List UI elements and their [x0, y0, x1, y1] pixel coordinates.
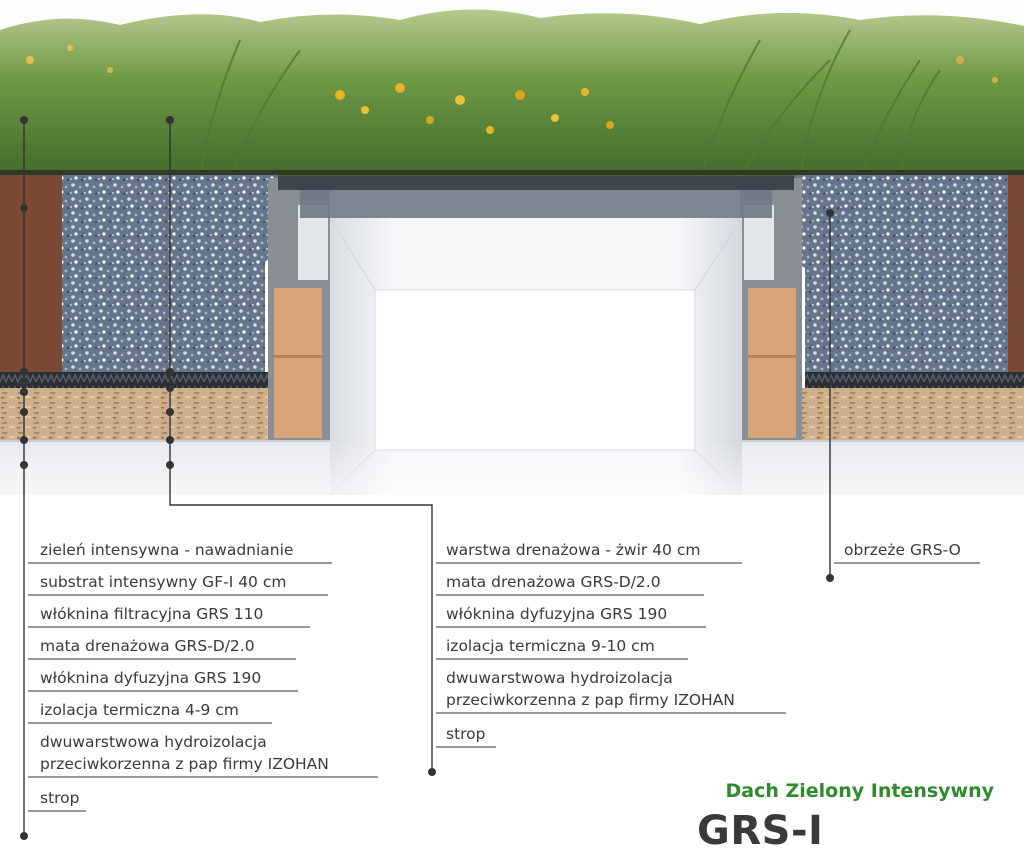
- label-underline: [436, 712, 786, 714]
- label-underline: [436, 562, 742, 564]
- label-left-waterproofing-2: przeciwkorzenna z pap firmy IZOHAN: [40, 755, 329, 773]
- label-underline: [28, 594, 328, 596]
- label-underline: [28, 810, 86, 812]
- label-left-drainage-mat: mata drenażowa GRS-D/2.0: [40, 637, 255, 655]
- leader-dots: [20, 116, 834, 840]
- grass-strokes: [199, 29, 941, 181]
- label-underline: [436, 658, 688, 660]
- label-left-substrate: substrat intensywny GF-I 40 cm: [40, 573, 287, 591]
- label-left-waterproofing-1: dwuwarstwowa hydroizolacja: [40, 733, 267, 751]
- label-center-waterproofing-2: przeciwkorzenna z pap firmy IZOHAN: [446, 691, 735, 709]
- label-center-diffusion-fleece: włóknina dyfuzyjna GRS 190: [446, 605, 668, 623]
- label-center-thermal-insulation: izolacja termiczna 9-10 cm: [446, 637, 655, 655]
- label-underline: [28, 626, 310, 628]
- label-underline: [436, 594, 704, 596]
- leader-lines: [23, 120, 831, 836]
- label-left-vegetation: zieleń intensywna - nawadnianie: [40, 541, 294, 559]
- label-center-slab: strop: [446, 725, 486, 743]
- label-underline: [28, 776, 378, 778]
- label-underline: [834, 562, 980, 564]
- label-left-filter-fleece: włóknina filtracyjna GRS 110: [40, 605, 264, 623]
- caption: Dach Zielony Intensywny: [725, 780, 994, 802]
- label-center-waterproofing-1: dwuwarstwowa hydroizolacja: [446, 669, 673, 687]
- label-underline: [28, 722, 272, 724]
- label-left-slab: strop: [40, 789, 80, 807]
- label-underline: [436, 746, 496, 748]
- label-underline: [28, 562, 332, 564]
- label-underline: [28, 690, 298, 692]
- product-name: GRS-I: [697, 808, 824, 854]
- label-underline: [28, 658, 296, 660]
- flower-dots: [26, 45, 998, 134]
- label-center-drainage-mat: mata drenażowa GRS-D/2.0: [446, 573, 661, 591]
- label-underline: [436, 626, 706, 628]
- label-left-diffusion-fleece: włóknina dyfuzyjna GRS 190: [40, 669, 262, 687]
- label-right-edge-profile: obrzeże GRS-O: [844, 541, 961, 559]
- label-left-thermal-insulation: izolacja termiczna 4-9 cm: [40, 701, 239, 719]
- label-center-drainage-gravel: warstwa drenażowa - żwir 40 cm: [446, 541, 701, 559]
